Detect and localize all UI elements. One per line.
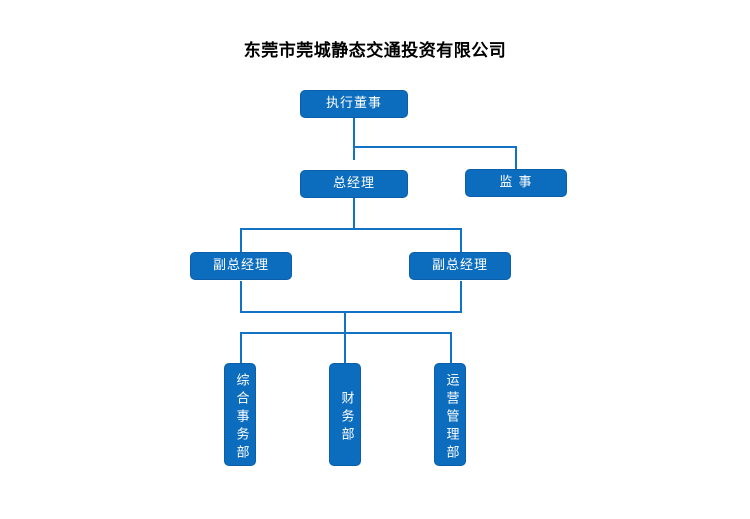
page-title: 东莞市莞城静态交通投资有限公司 (243, 41, 507, 61)
connector-finance-stem (344, 332, 346, 364)
connector-deputy-left-down (240, 281, 242, 313)
node-deputy-general-manager-left[interactable]: 副总经理 (190, 252, 292, 280)
connector-general-manager-stem (353, 197, 355, 229)
node-operations-management-department[interactable]: 运营管理部 (434, 363, 466, 466)
node-general-manager[interactable]: 总经理 (300, 170, 408, 198)
node-finance-department[interactable]: 财务部 (329, 363, 361, 466)
node-general-affairs-department[interactable]: 综合事务部 (224, 363, 256, 466)
connector-executive-director-to-supervisor (353, 146, 517, 148)
connector-supervisor-stem (515, 146, 517, 169)
connector-general-affairs-stem (240, 332, 242, 364)
connector-deputy-merge-bar (240, 311, 462, 313)
connector-executive-director-stem (353, 117, 355, 160)
node-deputy-general-manager-right[interactable]: 副总经理 (409, 252, 511, 280)
connector-deputy-left-stem (240, 228, 242, 252)
connector-deputy-right-stem (460, 228, 462, 252)
connector-operations-stem (450, 332, 452, 364)
connector-department-bar (240, 332, 452, 334)
node-supervisor[interactable]: 监 事 (465, 169, 567, 197)
node-executive-director[interactable]: 执行董事 (300, 90, 408, 118)
connector-deputy-right-down (460, 281, 462, 313)
connector-deputy-bar (240, 228, 462, 230)
